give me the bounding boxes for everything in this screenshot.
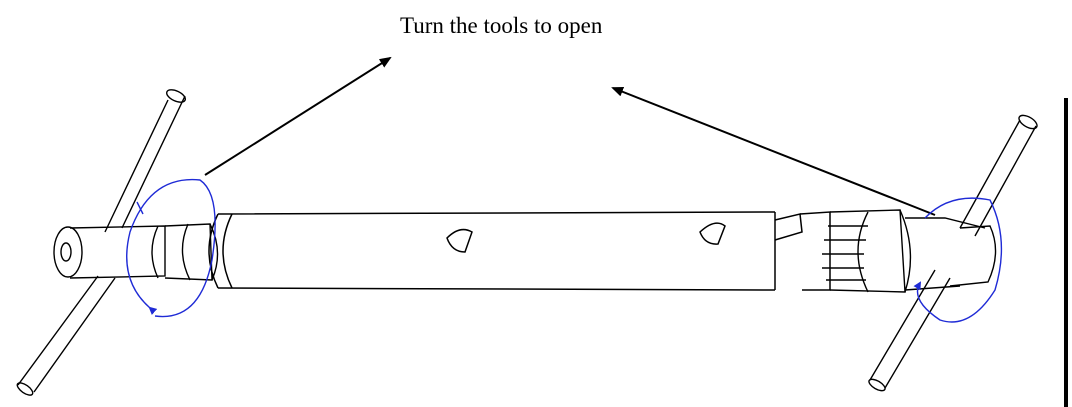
right-head [822,209,986,293]
right-rotation-arrow-icon [913,197,1003,323]
right-pointer-arrow [611,87,936,216]
left-pointer-arrow [204,56,392,176]
left-collar [53,223,219,281]
tube-slot-right [699,222,726,245]
tool-tube [208,211,831,291]
instruction-caption: Turn the tools to open [400,13,603,38]
tube-slot-left [446,228,473,253]
right-t-handle [868,114,1038,392]
left-t-handle [16,89,187,396]
left-rotation-arrow-icon [126,178,216,318]
